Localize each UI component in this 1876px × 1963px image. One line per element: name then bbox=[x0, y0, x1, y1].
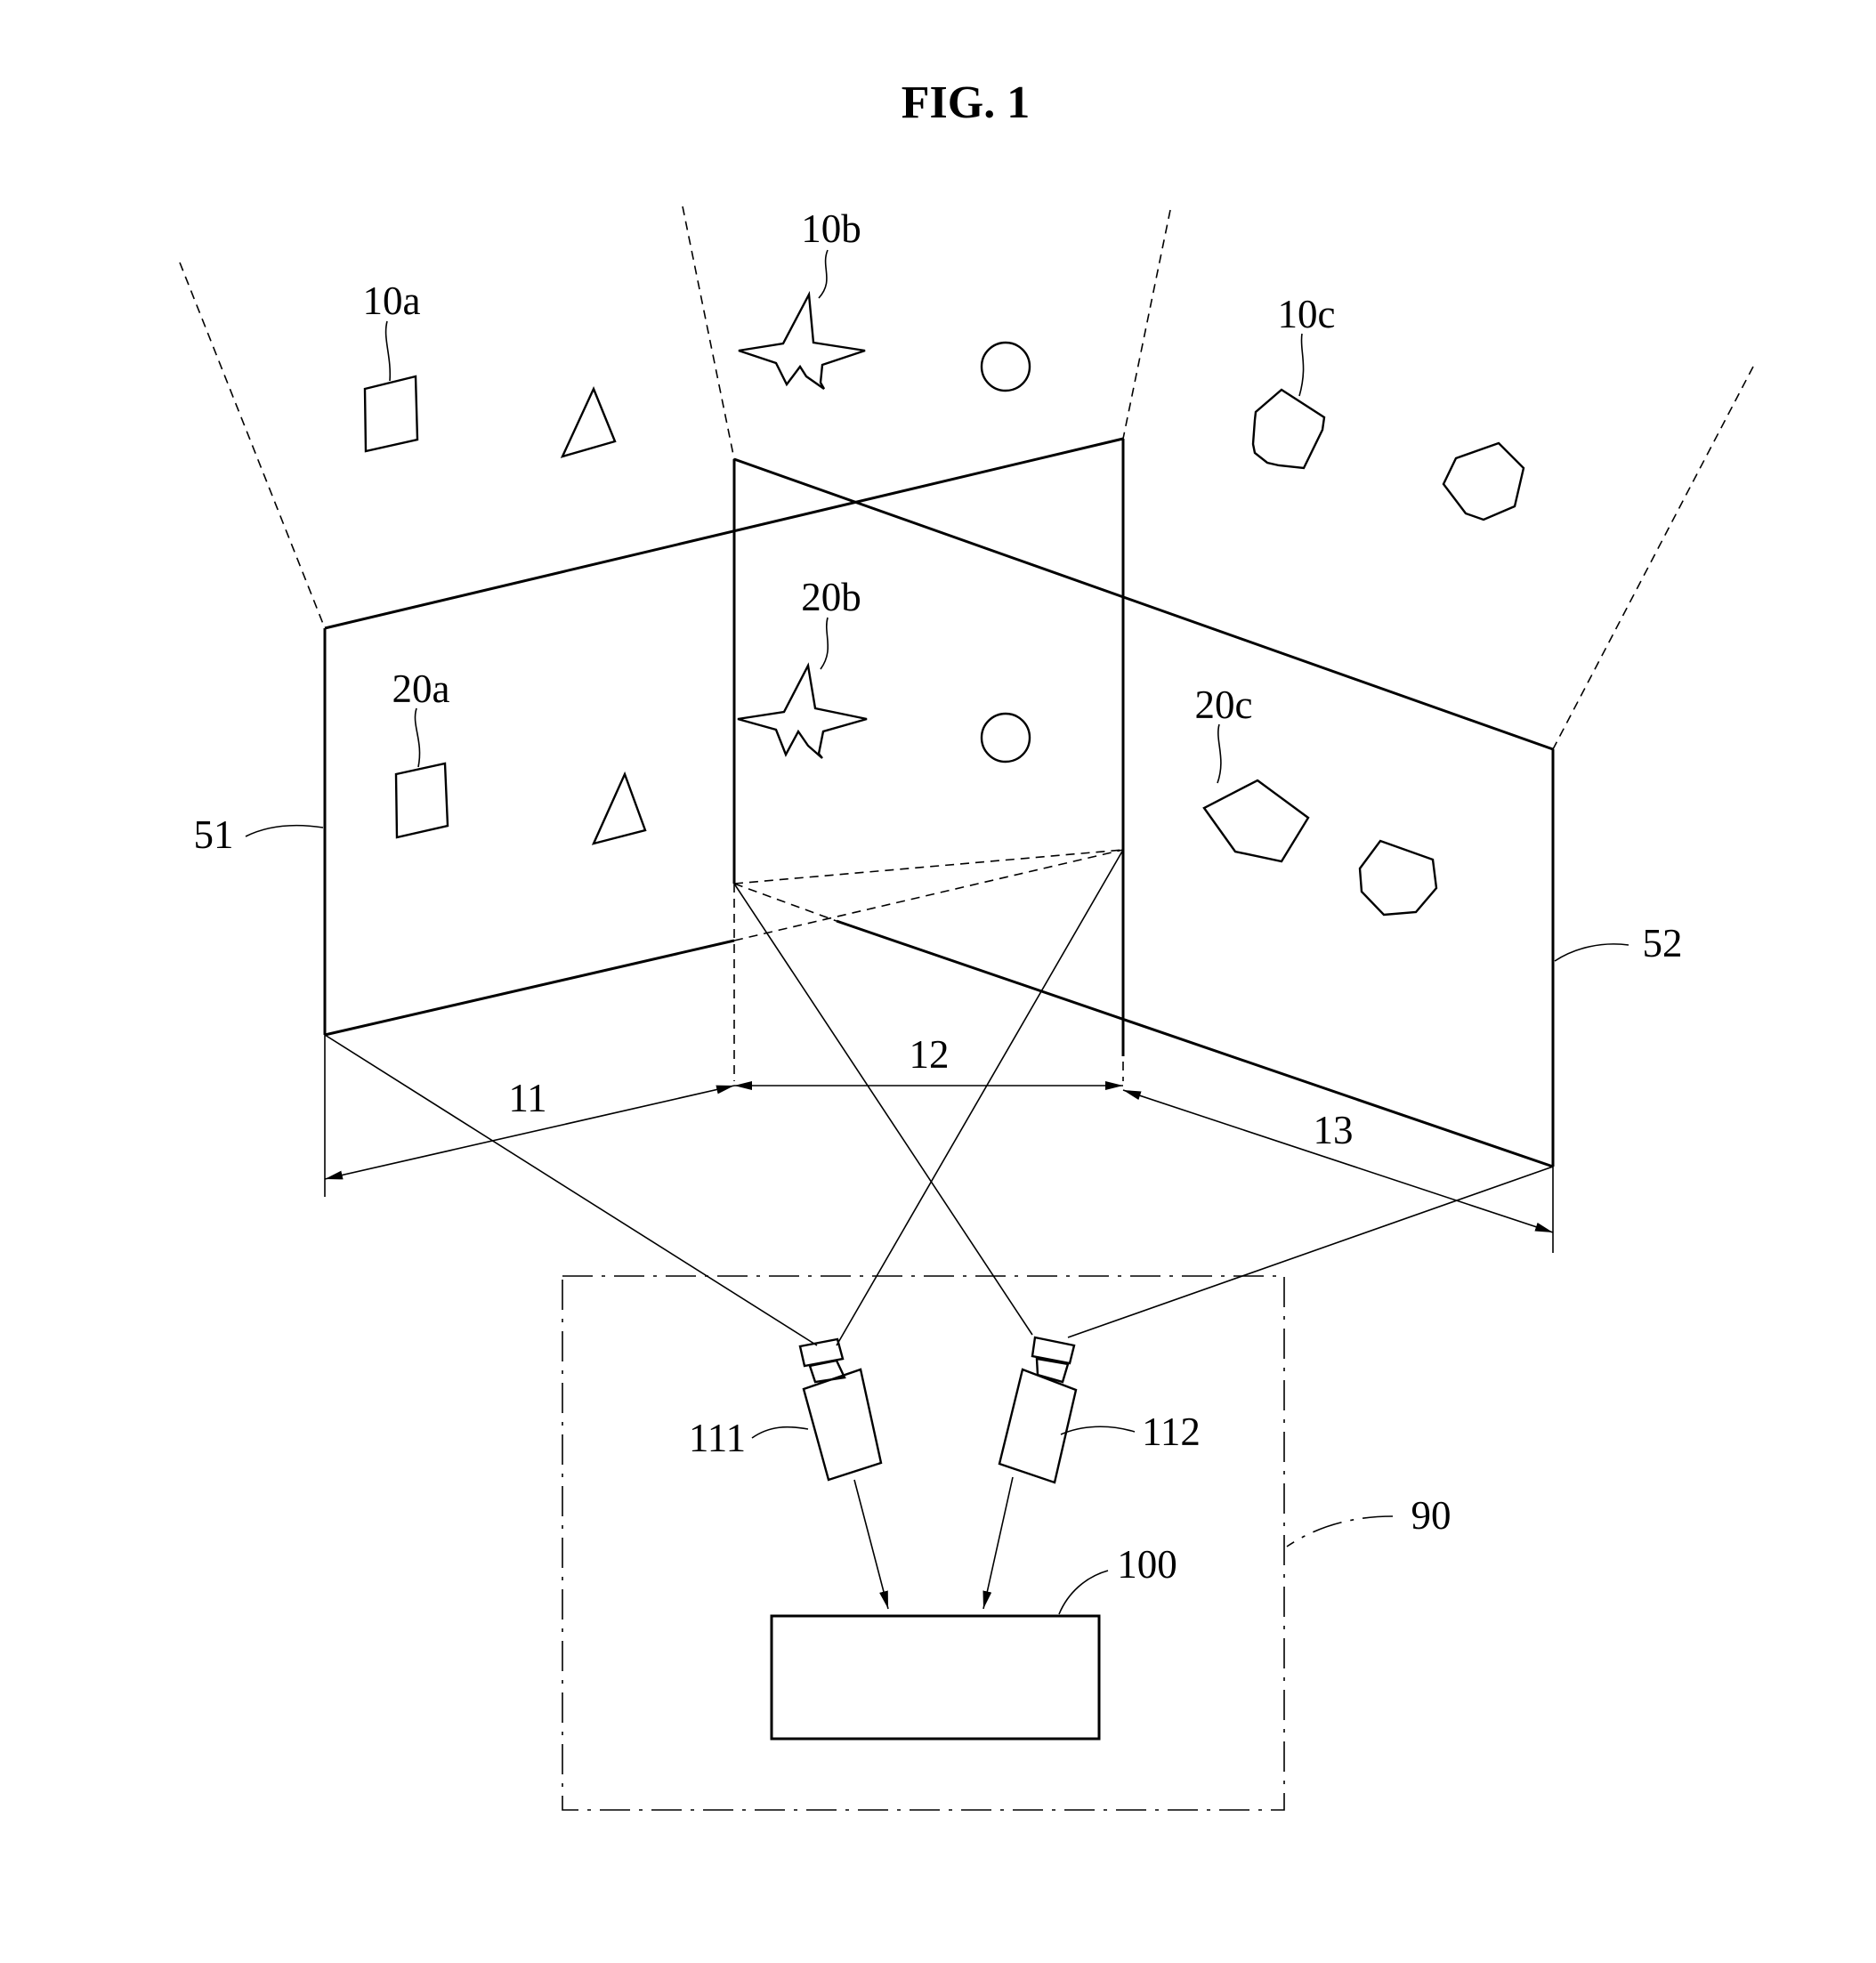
camera-112-icon bbox=[999, 1337, 1076, 1482]
image-triangle bbox=[594, 774, 645, 844]
scene-objects bbox=[365, 295, 1524, 520]
label-100: 100 bbox=[1117, 1542, 1177, 1587]
label-11: 11 bbox=[508, 1076, 546, 1120]
label-90: 90 bbox=[1411, 1493, 1451, 1538]
data-flow-arrows bbox=[854, 1477, 1013, 1609]
label-51: 51 bbox=[194, 812, 234, 857]
object-star bbox=[739, 295, 865, 389]
label-13: 13 bbox=[1314, 1108, 1354, 1152]
object-labels: 10a 10b 10c bbox=[363, 206, 1336, 396]
label-20c: 20c bbox=[1195, 683, 1253, 727]
camera-111-icon bbox=[800, 1339, 881, 1480]
object-pentagon bbox=[1253, 390, 1324, 468]
image-parallelogram bbox=[396, 763, 448, 837]
label-12: 12 bbox=[910, 1032, 950, 1077]
label-10c: 10c bbox=[1278, 292, 1336, 336]
label-20b: 20b bbox=[801, 575, 861, 619]
figure-title: FIG. 1 bbox=[902, 77, 1030, 128]
projected-images bbox=[396, 666, 1436, 915]
screen-labels: 51 52 bbox=[194, 812, 1683, 965]
label-111: 111 bbox=[689, 1416, 746, 1460]
image-circle bbox=[982, 714, 1030, 762]
object-parallelogram bbox=[365, 376, 417, 451]
label-52: 52 bbox=[1643, 921, 1683, 965]
label-20a: 20a bbox=[392, 666, 450, 711]
image-hexagon bbox=[1360, 841, 1436, 915]
object-circle bbox=[982, 343, 1030, 391]
image-pentagon bbox=[1204, 780, 1308, 861]
dimension-labels: 11 12 13 bbox=[508, 1032, 1353, 1152]
label-10b: 10b bbox=[801, 206, 861, 251]
camera-labels: 111 112 bbox=[689, 1410, 1201, 1460]
label-10a: 10a bbox=[363, 279, 421, 323]
object-hexagon bbox=[1443, 443, 1524, 520]
object-triangle bbox=[562, 389, 615, 456]
label-112: 112 bbox=[1142, 1410, 1201, 1454]
processor-box bbox=[772, 1616, 1099, 1739]
image-star bbox=[738, 666, 867, 758]
